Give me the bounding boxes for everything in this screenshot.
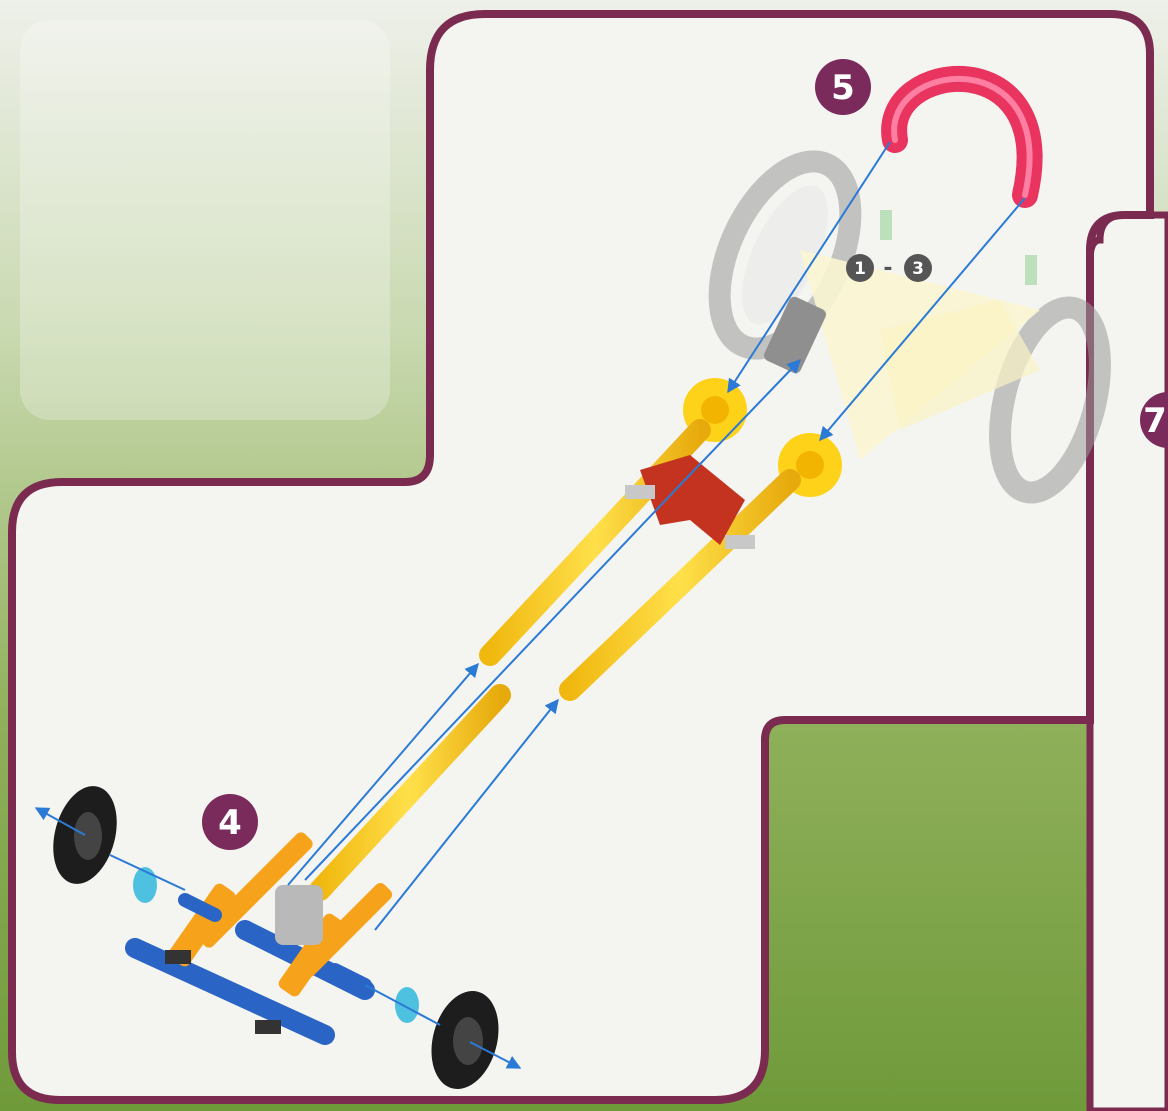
- svg-text:5: 5: [831, 68, 855, 108]
- step-badge-4: 4: [202, 794, 258, 850]
- ref-end: 3: [912, 259, 924, 279]
- step-badge-5: 5: [815, 59, 871, 115]
- step-badge-7: 7: [1140, 392, 1168, 448]
- svg-text:4: 4: [218, 803, 242, 843]
- step-reference: 1 - 3: [846, 254, 932, 282]
- ref-start: 1: [854, 259, 866, 279]
- ref-dash: -: [883, 256, 892, 281]
- svg-text:7: 7: [1143, 401, 1167, 441]
